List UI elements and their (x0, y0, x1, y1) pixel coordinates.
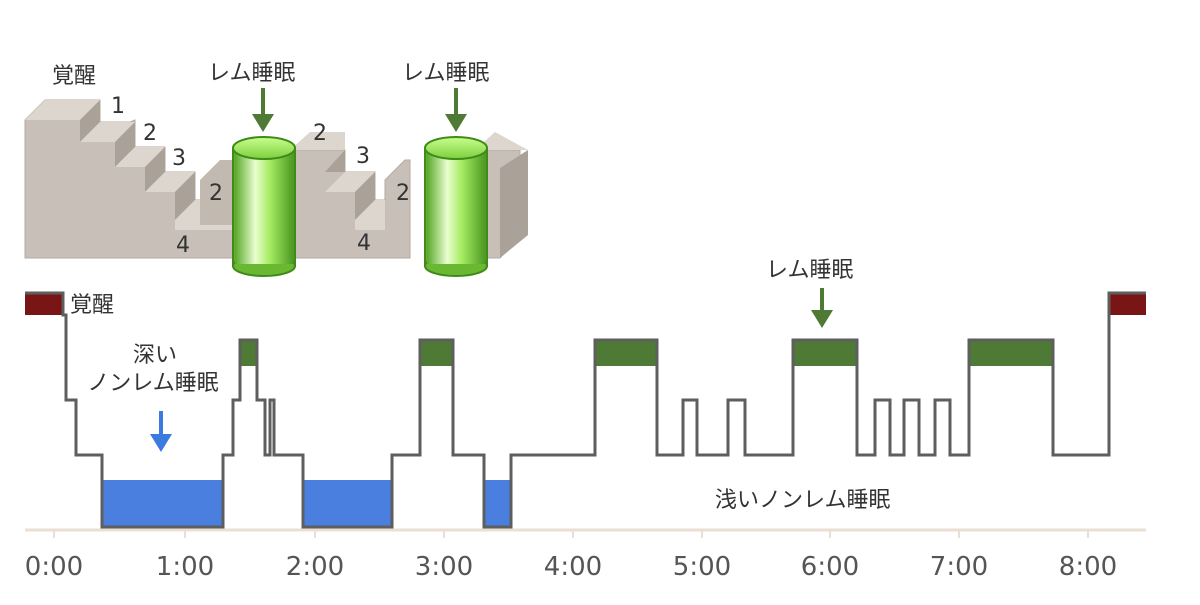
deep-nonrem-label-line2: ノンレム睡眠 (87, 371, 219, 396)
wake-block-start (25, 293, 63, 315)
staircase-rise-block (200, 160, 240, 225)
rem-block-2 (420, 340, 453, 366)
rem-block-4 (793, 340, 857, 366)
tick-label-6: 6:00 (801, 552, 859, 582)
deep-block-2 (303, 480, 392, 527)
stage-label-9: 2 (396, 181, 410, 206)
rem-cylinder-1 (232, 136, 296, 277)
staircase-middle-top (290, 132, 345, 150)
hypnogram-wake-label: 覚醒 (70, 293, 114, 318)
light-nonrem-label: 浅いノンレム睡眠 (715, 488, 891, 513)
staircase-rem-label-2: レム睡眠 (402, 61, 490, 86)
staircase-wake-label: 覚醒 (52, 64, 96, 89)
hypnogram: 0:00 1:00 2:00 3:00 4:00 5:00 6:00 7:00 … (25, 258, 1146, 582)
tick-label-1: 1:00 (156, 552, 214, 582)
tick-label-4: 4:00 (544, 552, 602, 582)
staircase-step-face-7 (175, 172, 195, 220)
rem-arrow-2 (445, 88, 467, 132)
staircase-rem-label-1: レム睡眠 (208, 61, 296, 86)
sleep-stage-line (25, 291, 1146, 529)
staircase-middle-step-1 (325, 150, 345, 172)
staircase-step-face-5 (145, 147, 165, 192)
staircase-step-face-6 (145, 172, 195, 192)
axis-ticks (53, 530, 1089, 538)
stage-label-1: 1 (111, 94, 125, 119)
tick-label-3: 3:00 (415, 552, 473, 582)
rem-cylinder-2 (424, 136, 488, 277)
wake-block-end (1109, 293, 1146, 315)
deep-nonrem-label-line1: 深い (133, 343, 177, 368)
hypnogram-rem-label: レム睡眠 (766, 258, 854, 283)
rem-block-3 (595, 340, 657, 366)
staircase-step-face-4 (115, 147, 165, 167)
staircase-step-face-8 (175, 200, 240, 230)
staircase-middle-step-2 (325, 172, 375, 192)
staircase-end-side (500, 150, 528, 258)
stage-label-3: 3 (172, 146, 186, 171)
staircase-end-top (475, 132, 528, 150)
staircase-step-face-1 (80, 100, 100, 142)
rem-block-1 (240, 340, 257, 366)
rem-arrow-hypnogram (811, 288, 833, 328)
stage-label-7: 3 (356, 144, 370, 169)
rem-block-5 (969, 340, 1053, 366)
staircase-top-face (25, 100, 100, 120)
stage-label-4: 4 (176, 233, 190, 258)
tick-label-2: 2:00 (286, 552, 344, 582)
staircase-illustration: 覚醒 レム睡眠 レム睡眠 1 2 3 4 2 2 3 4 2 (24, 61, 528, 277)
tick-label-8: 8:00 (1059, 552, 1117, 582)
stage-label-8: 4 (357, 231, 371, 256)
staircase-middle-step-3 (355, 172, 375, 220)
staircase-step-face-3 (115, 122, 135, 167)
tick-label-5: 5:00 (673, 552, 731, 582)
tick-label-7: 7:00 (930, 552, 988, 582)
deep-block-1 (102, 480, 223, 527)
stage-label-5: 2 (209, 181, 223, 206)
rem-arrow-1 (252, 88, 274, 132)
deep-block-3 (484, 480, 511, 527)
tick-label-0: 0:00 (25, 552, 83, 582)
staircase-middle-step-4 (355, 200, 385, 230)
staircase-block-middle (289, 149, 411, 259)
stage-label-2: 2 (143, 121, 157, 146)
staircase-step-face-2 (80, 122, 135, 142)
deep-arrow (150, 411, 172, 452)
stage-label-6: 2 (313, 121, 327, 146)
